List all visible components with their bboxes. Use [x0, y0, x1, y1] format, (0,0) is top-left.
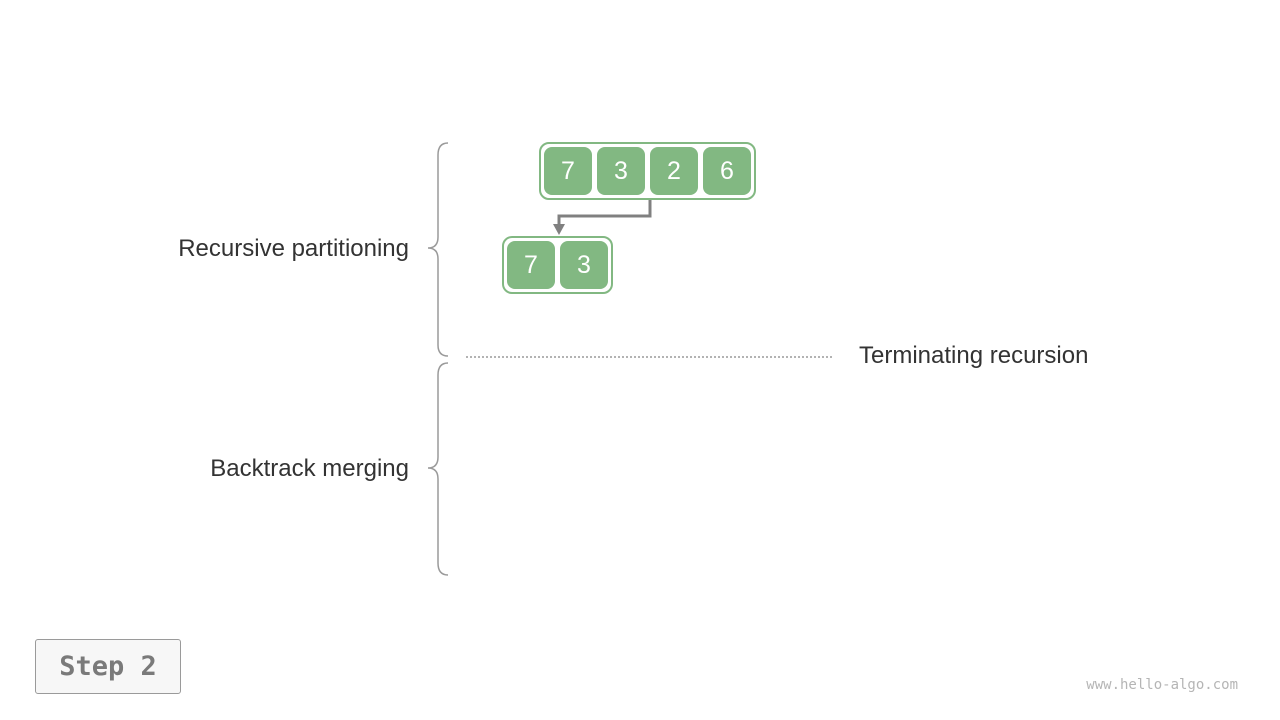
array-cell: 6: [703, 147, 751, 195]
split-arrow-head: [553, 224, 565, 235]
backtrack-merging-label: Backtrack merging: [210, 455, 409, 482]
split-arrow-line: [557, 198, 652, 226]
root-array: 7 3 2 6: [539, 142, 756, 200]
terminating-recursion-label: Terminating recursion: [859, 342, 1089, 369]
recursive-partitioning-label: Recursive partitioning: [178, 235, 409, 262]
lower-brace: [427, 362, 449, 576]
array-cell: 7: [544, 147, 592, 195]
left-half-array: 7 3: [502, 236, 613, 294]
array-cell: 3: [560, 241, 608, 289]
array-cell: 7: [507, 241, 555, 289]
array-cell: 3: [597, 147, 645, 195]
watermark: www.hello-algo.com: [1086, 677, 1238, 693]
array-cell: 2: [650, 147, 698, 195]
upper-brace: [427, 142, 449, 357]
step-badge: Step 2: [35, 639, 181, 694]
